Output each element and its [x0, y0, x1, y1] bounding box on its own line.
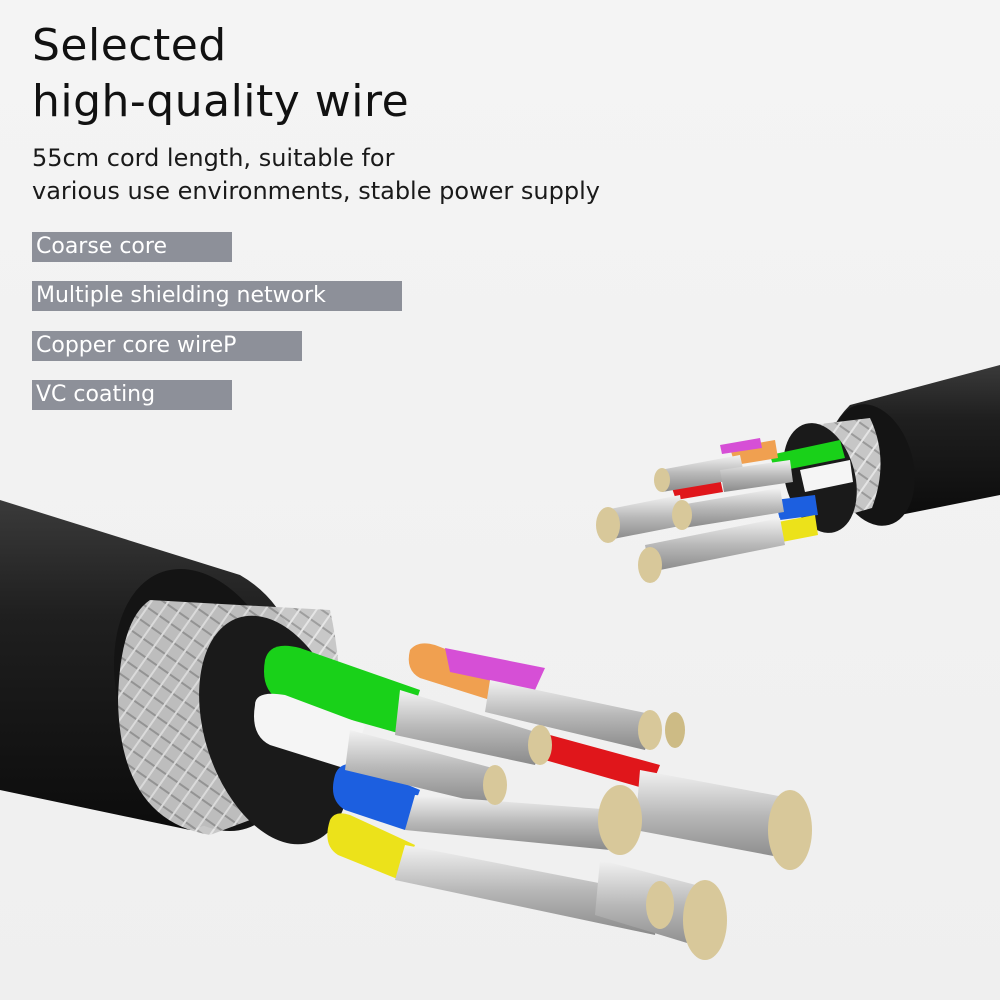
headline-line-1: Selected: [32, 20, 227, 71]
small-cable: [596, 365, 1000, 583]
feature-tag-shielding-network: Multiple shielding network: [32, 281, 402, 311]
headline: Selected high-quality wire: [32, 18, 409, 130]
feature-tag-coarse-core: Coarse core: [32, 232, 232, 262]
feature-tag-copper-core: Copper core wireP: [32, 331, 302, 361]
description-line-2: various use environments, stable power s…: [32, 177, 600, 205]
description: 55cm cord length, suitable for various u…: [32, 142, 600, 208]
large-cable: [0, 500, 812, 960]
headline-line-2: high-quality wire: [32, 76, 410, 127]
description-line-1: 55cm cord length, suitable for: [32, 144, 395, 172]
feature-tag-coating: VC coating: [32, 380, 232, 410]
